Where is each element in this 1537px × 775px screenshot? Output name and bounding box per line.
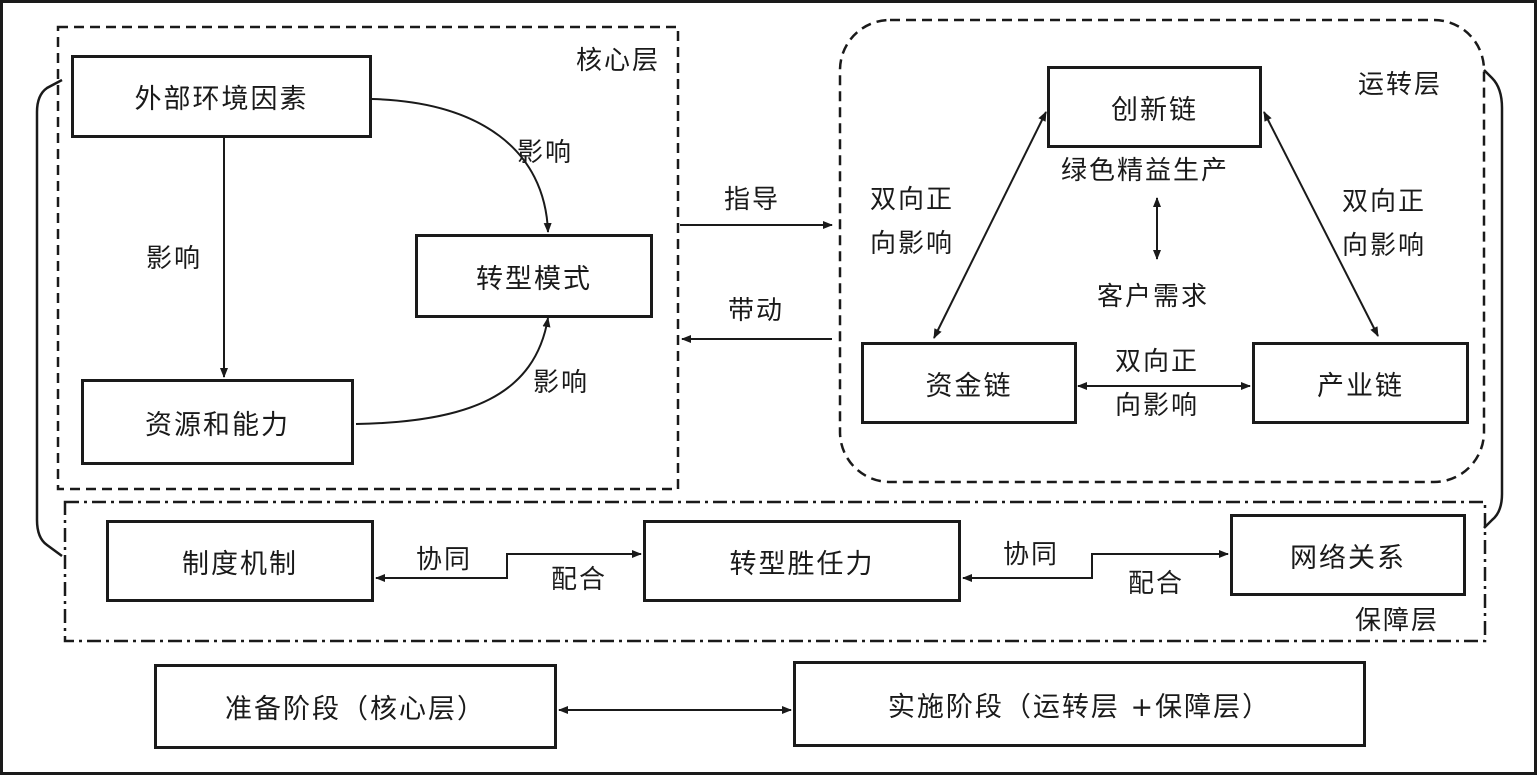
customer-demand-label: 客户需求 [1097, 282, 1210, 312]
drive-label: 带动 [728, 296, 785, 326]
guide-label: 指导 [724, 185, 781, 215]
industry-chain-box: 产业链 [1252, 342, 1469, 424]
bidir-label-left-line1: 双向正 [870, 185, 955, 215]
influence-label-left: 影响 [146, 244, 203, 274]
core-layer-frame [56, 25, 680, 491]
right-brace [1483, 69, 1504, 529]
capital-chain-box: 资金链 [861, 342, 1077, 424]
coop2-top-label: 协同 [1003, 540, 1060, 570]
transformation-competence-box: 转型胜任力 [643, 520, 961, 602]
support-layer-label: 保障层 [1355, 606, 1440, 636]
arrow-external-to-transform [371, 98, 552, 233]
prepare-stage-box: 准备阶段（核心层） [154, 664, 557, 749]
arrow-system-competence [375, 550, 642, 582]
coop1-top-label: 协同 [416, 545, 473, 575]
bidir-label-bottom-line1: 双向正 [1115, 347, 1200, 377]
operation-layer-label: 运转层 [1358, 70, 1443, 100]
arrow-innovation-capital [933, 111, 1047, 339]
arrow-innovation-industry [1263, 111, 1379, 337]
bidir-label-right: 双向正 向影响 [1342, 180, 1426, 268]
bidir-label-bottom: 双向正 向影响 [1115, 340, 1199, 428]
bidir-label-left-line2: 向影响 [870, 229, 955, 259]
green-production-label: 绿色精益生产 [1061, 156, 1230, 186]
coop2-bottom-label: 配合 [1128, 569, 1185, 599]
bidir-label-right-line1: 双向正 [1342, 187, 1427, 217]
influence-label-top: 影响 [517, 138, 574, 168]
influence-label-bottom: 影响 [533, 368, 590, 398]
left-brace [35, 78, 63, 558]
network-relations-box: 网络关系 [1230, 514, 1466, 596]
transform-mode-box: 转型模式 [415, 234, 653, 318]
external-factors-box: 外部环境因素 [71, 55, 372, 138]
bidir-label-right-line2: 向影响 [1342, 231, 1427, 261]
core-layer-label: 核心层 [576, 46, 661, 76]
bidir-label-bottom-line2: 向影响 [1115, 391, 1200, 421]
arrow-competence-network [962, 550, 1229, 582]
implement-stage-box: 实施阶段（运转层 +保障层） [793, 661, 1366, 747]
support-layer-frame [63, 500, 1487, 643]
bidir-label-left: 双向正 向影响 [870, 178, 954, 266]
arrow-resources-to-transform [355, 317, 551, 425]
resources-box: 资源和能力 [81, 379, 354, 465]
operation-layer-frame [838, 18, 1486, 484]
innovation-chain-box: 创新链 [1047, 66, 1262, 148]
coop1-bottom-label: 配合 [551, 565, 608, 595]
system-mechanism-box: 制度机制 [106, 520, 374, 602]
